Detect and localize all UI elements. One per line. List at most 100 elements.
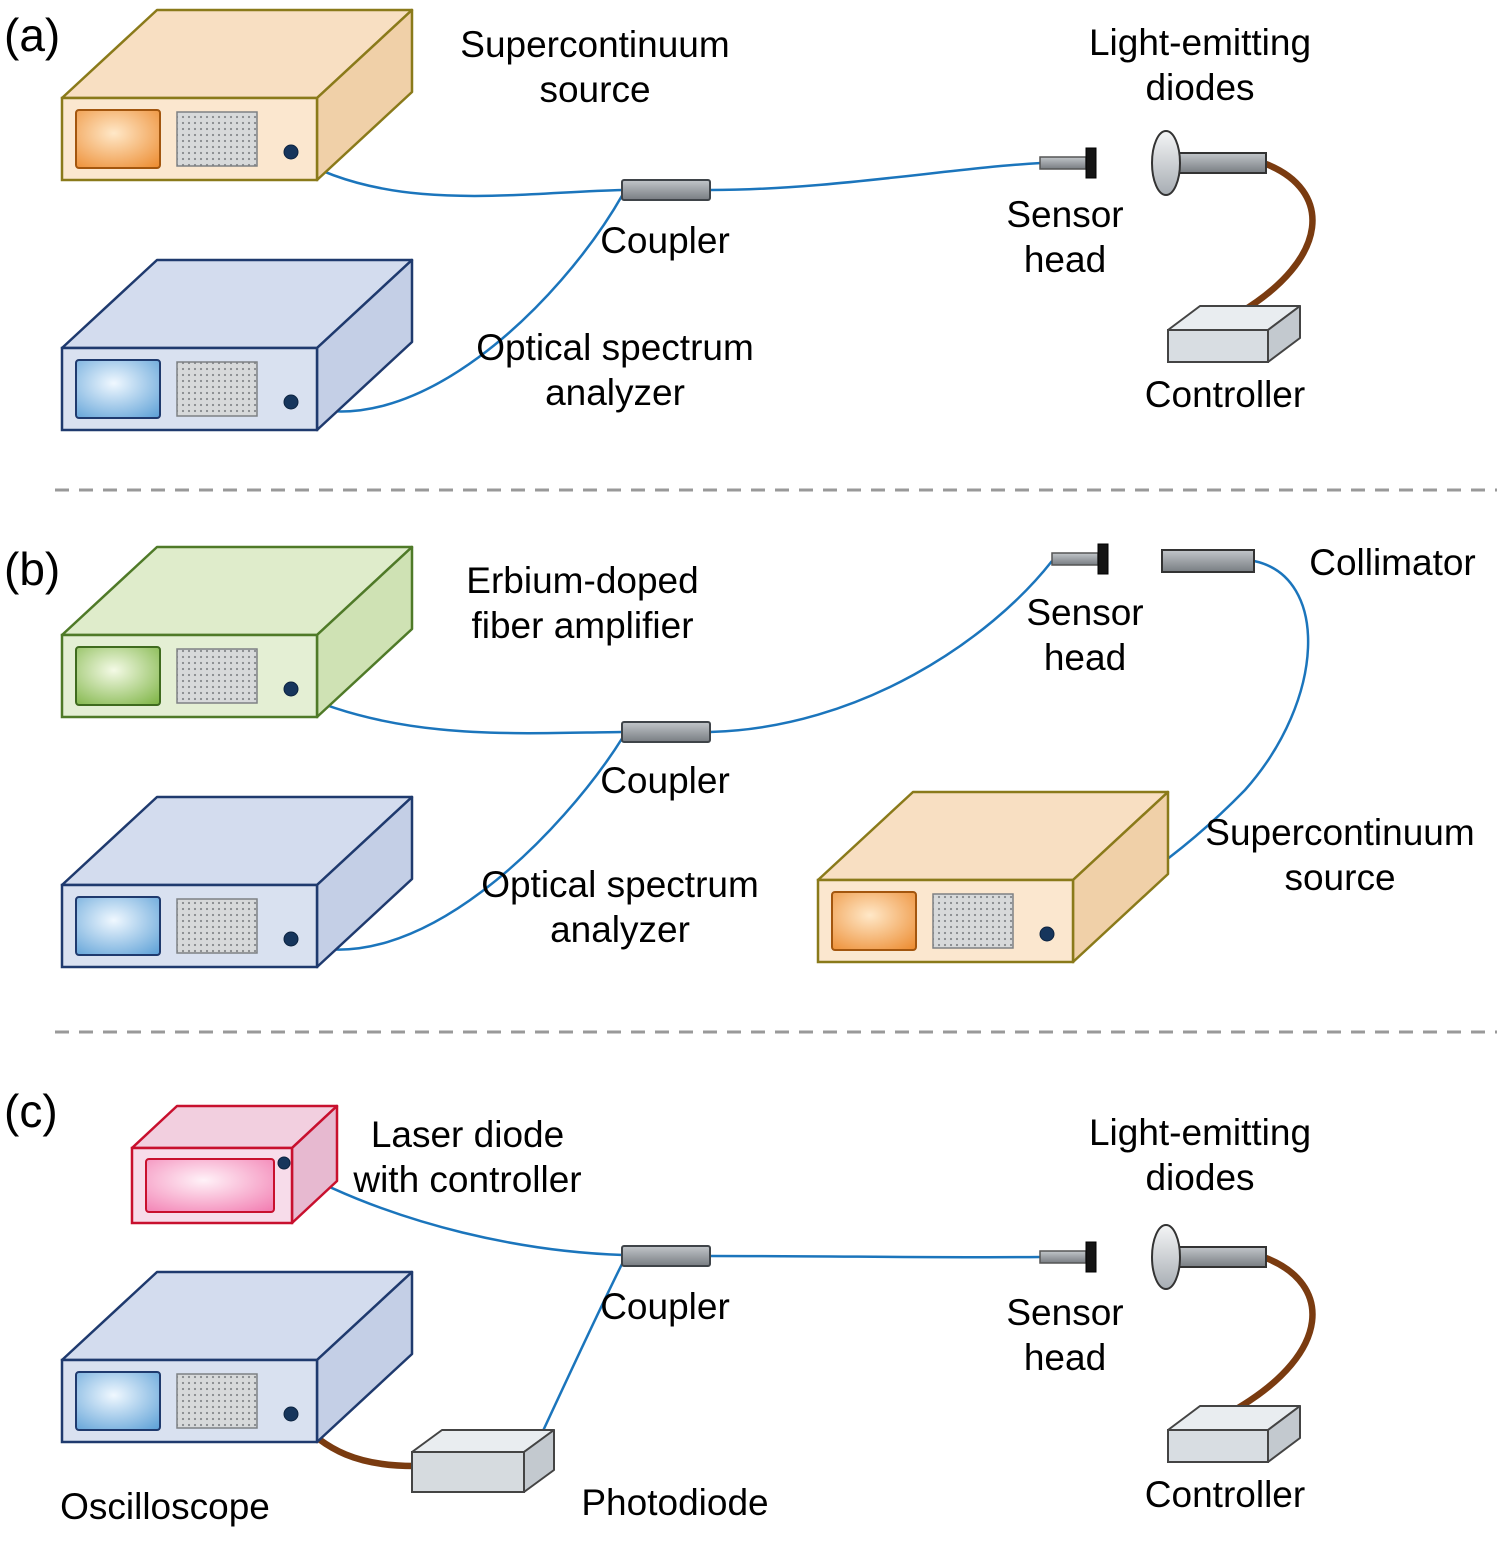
controller-label: Controller xyxy=(1144,1474,1306,1515)
coupler-icon xyxy=(621,1245,711,1267)
panel-c-tag: (c) xyxy=(4,1085,58,1137)
device-screen xyxy=(75,896,161,956)
label-line: Supercontinuum xyxy=(1205,812,1475,853)
fiber-port xyxy=(283,144,299,160)
label-line: Sensor xyxy=(1006,1292,1124,1333)
controller-label: Controller xyxy=(1144,374,1306,415)
sensor-head-icon xyxy=(1051,543,1109,575)
sensor-head-rod xyxy=(1039,1250,1087,1264)
led-label: Light-emitting diodes xyxy=(1045,1110,1355,1200)
sensor-head-icon xyxy=(1039,1241,1097,1273)
controller-icon xyxy=(1167,305,1301,363)
vent-grille xyxy=(932,893,1014,949)
vent-grille xyxy=(176,648,258,704)
sensor-head-rod xyxy=(1051,552,1099,566)
led-stem xyxy=(1177,152,1267,174)
panel-a xyxy=(60,8,1316,432)
photodiode-label: Photodiode xyxy=(581,1482,769,1523)
supercontinuum-source-label: Supercontinuum source xyxy=(1180,810,1500,900)
vent-grille xyxy=(176,111,258,167)
supercontinuum-source-device xyxy=(816,790,1170,964)
sensor-head-rod xyxy=(1039,156,1087,170)
edfa-device xyxy=(60,545,414,719)
sensor-head-label: Sensor head xyxy=(1005,590,1165,680)
label-line: Sensor xyxy=(1026,592,1144,633)
laser-diode-device xyxy=(130,1104,339,1225)
device-front-face xyxy=(1167,1429,1269,1463)
device-screen xyxy=(75,359,161,419)
electrical-cable xyxy=(1234,1254,1316,1412)
label-line: head xyxy=(1023,239,1107,281)
coupler-label: Coupler xyxy=(600,220,730,261)
fiber-port xyxy=(283,681,299,697)
photodiode-icon xyxy=(411,1429,555,1493)
device-screen xyxy=(831,891,917,951)
fiber-cable xyxy=(291,736,625,951)
sensor-head-icon xyxy=(1039,147,1097,179)
coupler-label: Coupler xyxy=(600,760,730,801)
fiber-cable xyxy=(709,161,1042,192)
fiber-port xyxy=(277,1156,291,1170)
label-line: Erbium-doped xyxy=(466,560,699,601)
label-line: Sensor xyxy=(1006,194,1124,235)
label-line: head xyxy=(1043,637,1127,679)
fiber-port xyxy=(283,394,299,410)
sensor-head-cap xyxy=(1085,147,1097,179)
sensor-head-label: Sensor head xyxy=(985,1290,1145,1380)
edfa-label: Erbium-doped fiber amplifier xyxy=(415,558,750,648)
optical-spectrum-analyzer-device xyxy=(60,795,414,969)
label-line: head xyxy=(1023,1337,1107,1379)
label-line: analyzer xyxy=(550,909,690,951)
panel-c xyxy=(60,1104,1316,1493)
label-line: Light-emitting xyxy=(1088,22,1312,63)
optical-spectrum-analyzer-label: Optical spectrum analyzer xyxy=(455,862,785,952)
fiber-port xyxy=(283,931,299,947)
coupler-label: Coupler xyxy=(600,1286,730,1327)
label-line: Light-emitting xyxy=(1088,1112,1312,1153)
oscilloscope-device xyxy=(60,1270,414,1444)
led-disk xyxy=(1151,1224,1181,1290)
label-line: source xyxy=(539,69,651,111)
collimator-icon xyxy=(1161,549,1255,573)
fiber-cable xyxy=(534,1261,625,1447)
electrical-cable xyxy=(1234,160,1316,318)
label-line: Laser diode xyxy=(370,1114,565,1155)
label-line: analyzer xyxy=(545,372,685,414)
label-line: Supercontinuum xyxy=(460,24,730,65)
label-line: Optical spectrum xyxy=(481,864,759,905)
vent-grille xyxy=(176,361,258,417)
fiber-cable xyxy=(291,689,624,735)
led-disk xyxy=(1151,130,1181,196)
fiber-cable xyxy=(290,153,624,198)
led-stem xyxy=(1177,1246,1267,1268)
device-screen xyxy=(75,646,161,706)
label-line: with controller xyxy=(353,1159,582,1201)
fiber-port xyxy=(283,1406,299,1422)
sensor-head-cap xyxy=(1085,1241,1097,1273)
sensor-head-cap xyxy=(1097,543,1109,575)
fiber-port xyxy=(1039,926,1055,942)
led-label: Light-emitting diodes xyxy=(1045,20,1355,110)
supercontinuum-source-label: Supercontinuum source xyxy=(430,22,760,112)
panel-b-tag: (b) xyxy=(4,543,61,595)
led-icon xyxy=(1151,130,1267,196)
device-front-face xyxy=(411,1451,525,1493)
device-front-face xyxy=(1167,329,1269,363)
optical-spectrum-analyzer-label: Optical spectrum analyzer xyxy=(450,325,780,415)
vent-grille xyxy=(176,898,258,954)
fiber-cable xyxy=(709,560,1053,734)
device-screen xyxy=(75,1371,161,1431)
device-screen xyxy=(75,109,161,169)
controller-icon xyxy=(1167,1405,1301,1463)
panel-a-tag: (a) xyxy=(4,9,61,61)
sensor-head-label: Sensor head xyxy=(985,192,1145,282)
panel-b xyxy=(60,543,1310,969)
vent-grille xyxy=(176,1373,258,1429)
fiber-cable xyxy=(709,1254,1042,1259)
device-screen xyxy=(145,1158,275,1213)
label-line: Optical spectrum xyxy=(476,327,754,368)
label-line: diodes xyxy=(1145,1157,1255,1199)
label-line: source xyxy=(1284,857,1396,899)
